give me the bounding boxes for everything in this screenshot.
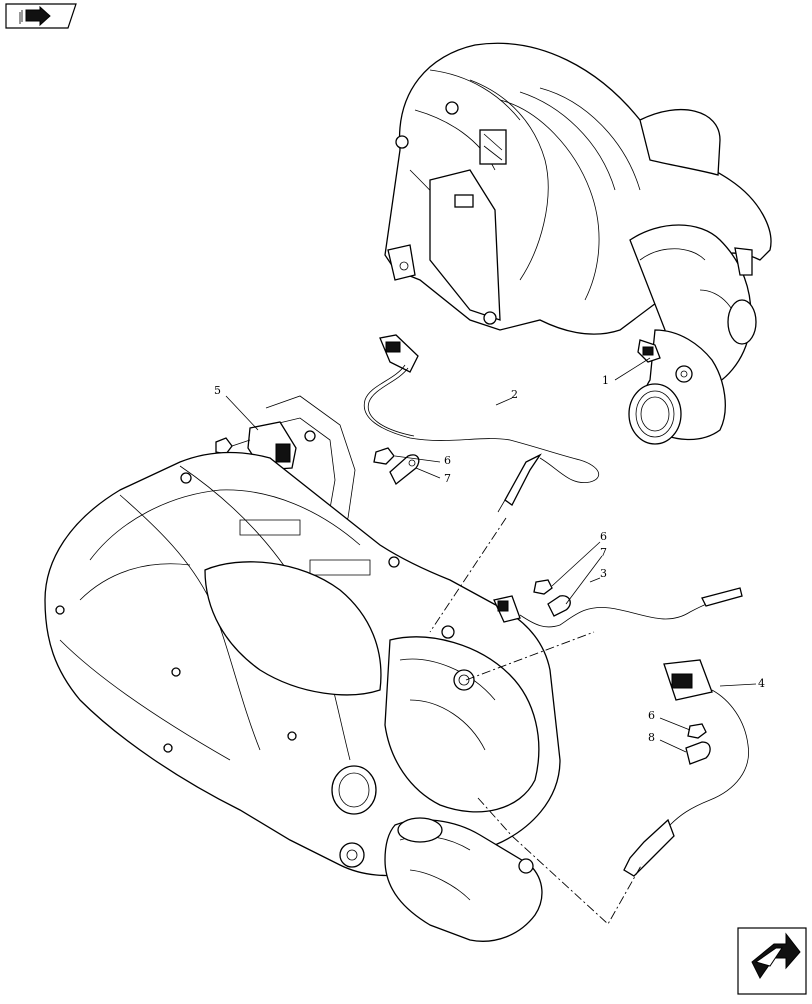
part-2-temperature-sensor-harness: [363, 334, 600, 513]
callout-1: 1: [602, 374, 609, 387]
nut-and-clip-pair-middle: [533, 541, 603, 617]
callout-3: 3: [600, 567, 607, 580]
outlet-pipe: [384, 817, 543, 942]
air-filter-assembly: [384, 42, 772, 396]
callout-6-middle: 6: [600, 530, 607, 543]
part-3-sensor-harness: [493, 577, 743, 628]
callout-6-lower: 6: [648, 709, 655, 722]
location-leaders: [429, 517, 643, 925]
callout-7-middle: 7: [600, 546, 607, 559]
part-1-pressure-sensor: [614, 339, 661, 381]
book-arrow-icon[interactable]: [5, 3, 77, 29]
aftertreatment-unit: [44, 451, 561, 877]
intake-elbow: [628, 329, 726, 445]
nut-and-clip-pair-lower: [659, 717, 711, 765]
callout-2: 2: [511, 388, 518, 401]
callout-7-upper: 7: [444, 472, 451, 485]
nut-and-clip-pair-upper: [373, 447, 441, 486]
callout-4: 4: [758, 677, 765, 690]
next-page-arrow-icon[interactable]: [737, 927, 807, 995]
callout-5: 5: [214, 384, 221, 397]
part-4-lambda-sensor: [623, 659, 757, 877]
callout-6-upper: 6: [444, 454, 451, 467]
callout-labels: 1 2 3 4 5 6 7 6 7 6 8: [214, 374, 765, 744]
callout-8: 8: [648, 731, 655, 744]
